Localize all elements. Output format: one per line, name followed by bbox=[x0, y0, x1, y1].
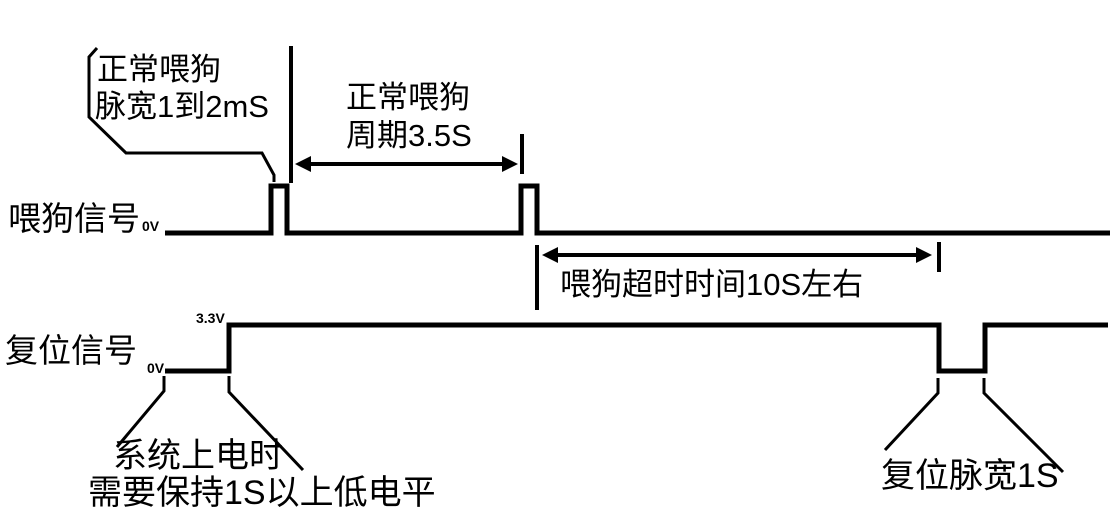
timeout-annotation: 喂狗超时时间10S左右 bbox=[560, 267, 863, 302]
power-on-annotation-line1: 系统上电时 bbox=[113, 437, 283, 475]
watchdog-signal-label: 喂狗信号 bbox=[8, 200, 140, 237]
reset-signal-label: 复位信号 bbox=[5, 332, 137, 369]
reset-pulse-annotation: 复位脉宽1S bbox=[881, 457, 1059, 495]
pulse-width-annotation-line1: 正常喂狗 bbox=[97, 52, 221, 87]
power-on-callout-line-right bbox=[227, 376, 305, 472]
pulse-width-callout-line bbox=[87, 47, 276, 182]
period-arrow-left-head bbox=[295, 156, 311, 172]
reset-pulse-callout-line-right bbox=[982, 378, 1065, 474]
reset-signal-waveform bbox=[165, 322, 1108, 374]
period-annotation-line1: 正常喂狗 bbox=[346, 80, 470, 115]
timeout-arrow bbox=[542, 247, 932, 263]
reset-33v-label: 3.3V bbox=[196, 310, 225, 326]
period-arrow-right-head bbox=[502, 156, 518, 172]
reset-pulse-callout-line-left bbox=[883, 378, 940, 452]
reset-0v-label: 0V bbox=[147, 360, 165, 376]
period-annotation-line2: 周期3.5S bbox=[346, 118, 472, 153]
power-on-callout-line-left bbox=[115, 376, 166, 448]
power-on-annotation-line2: 需要保持1S以上低电平 bbox=[88, 474, 436, 512]
pulse-width-annotation-line2: 脉宽1到2mS bbox=[95, 89, 269, 124]
watchdog-0v-label: 0V bbox=[142, 218, 160, 234]
period-arrow bbox=[295, 156, 518, 172]
timeout-arrow-right-head bbox=[916, 247, 932, 263]
timeout-arrow-left-head bbox=[542, 247, 558, 263]
watchdog-signal-waveform bbox=[165, 183, 1110, 236]
